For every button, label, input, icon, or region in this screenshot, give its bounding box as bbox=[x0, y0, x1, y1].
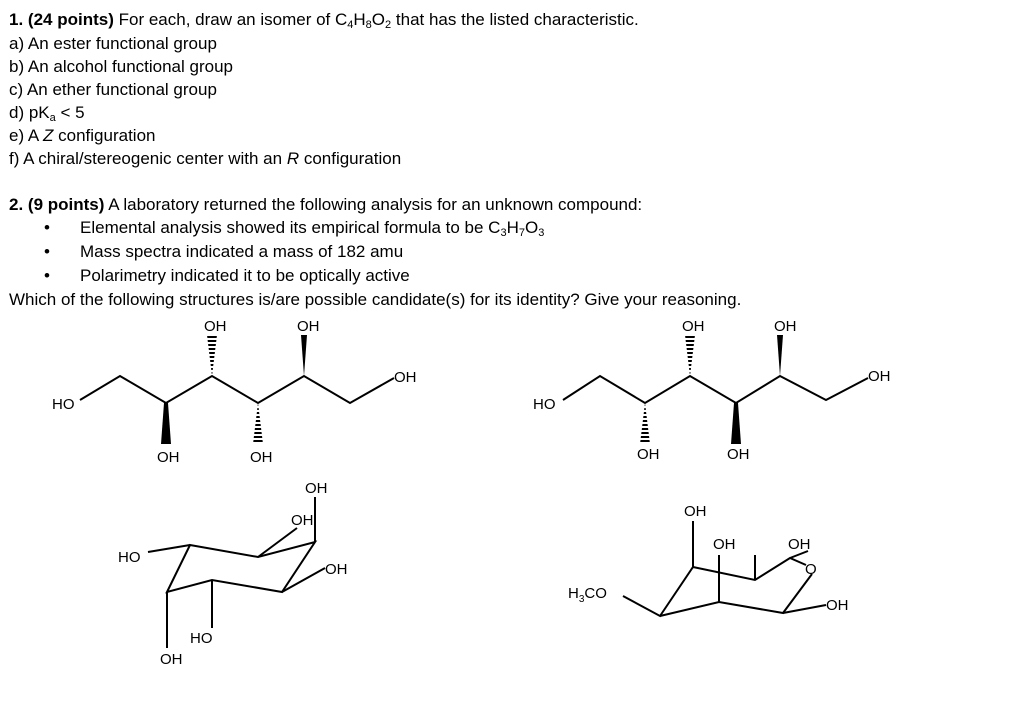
q2-question: Which of the following structures is/are… bbox=[9, 290, 742, 309]
label-b-oh5: OH bbox=[727, 446, 750, 463]
q1-f-o: 2 bbox=[385, 19, 392, 31]
wedge-b1 bbox=[777, 335, 783, 376]
label-d-ring-o: O bbox=[805, 561, 817, 578]
bullet-1-h: 7 bbox=[518, 227, 525, 239]
label-b-oh2: OH bbox=[774, 318, 797, 335]
q1-heading: 1. (24 points) For each, draw an isomer … bbox=[9, 9, 639, 31]
label-d-oh4: OH bbox=[826, 597, 849, 614]
bullet-1-o: 3 bbox=[538, 227, 545, 239]
hash-a2 bbox=[253, 403, 263, 444]
q2-heading: 2. (9 points) A laboratory returned the … bbox=[9, 194, 642, 215]
bullet-2: Mass spectra indicated a mass of 182 amu bbox=[80, 242, 404, 261]
q1-d-sub: a bbox=[49, 112, 56, 124]
label-d-oh2: OH bbox=[713, 536, 736, 553]
bullet-1-marker: • bbox=[44, 218, 50, 237]
wedge-a1 bbox=[161, 403, 171, 444]
label-d-oh3: OH bbox=[788, 536, 811, 553]
label-c-oh4: OH bbox=[160, 651, 183, 668]
label-b-ho: HO bbox=[533, 396, 556, 413]
structure-c bbox=[147, 497, 326, 648]
q1-item-e: e) A Z configuration bbox=[9, 125, 156, 146]
q2-prompt: A laboratory returned the following anal… bbox=[108, 195, 643, 214]
q1-number: 1. bbox=[9, 10, 24, 29]
q2-number: 2. bbox=[9, 195, 24, 214]
label-c-ho2: HO bbox=[190, 630, 213, 647]
bullet-1-pre: Elemental analysis showed its empirical … bbox=[80, 218, 501, 237]
label-a-oh1: OH bbox=[204, 318, 227, 335]
q1-points: (24 points) bbox=[27, 10, 114, 29]
bullet-1-c: 3 bbox=[500, 227, 507, 239]
structure-a bbox=[79, 335, 395, 444]
q1-f-h: 8 bbox=[365, 19, 372, 31]
hash-b1 bbox=[685, 335, 695, 376]
label-d-oh1: OH bbox=[684, 503, 707, 520]
q1-item-f: f) A chiral/stereogenic center with an R… bbox=[9, 148, 401, 169]
q1-prompt-pre: For each, draw an isomer of C bbox=[118, 10, 348, 29]
q1-f-c: 4 bbox=[347, 19, 354, 31]
structure-b bbox=[562, 335, 869, 444]
bullet-2-marker: • bbox=[44, 242, 50, 261]
label-a-oh2: OH bbox=[297, 318, 320, 335]
q1-d-pre: d) pK bbox=[9, 103, 50, 122]
q1-item-a: a) An ester functional group bbox=[9, 34, 217, 53]
label-d-h3co: H3CO bbox=[568, 585, 607, 605]
label-b-oh1: OH bbox=[682, 318, 705, 335]
label-a-oh5: OH bbox=[250, 449, 273, 466]
q1-f-post: configuration bbox=[299, 149, 402, 168]
wedge-a2 bbox=[301, 335, 307, 376]
q1-f-h-sym: H bbox=[353, 10, 366, 29]
bullet-1-h-sym: H bbox=[506, 218, 519, 237]
q1-e-post: configuration bbox=[53, 126, 156, 145]
label-b-oh3: OH bbox=[868, 368, 891, 385]
h3co-h: H bbox=[568, 585, 579, 602]
structure-d bbox=[622, 521, 827, 618]
bullet-1: Elemental analysis showed its empirical … bbox=[80, 217, 545, 239]
q1-e-pre: e) A bbox=[9, 126, 44, 145]
label-c-ho1: HO bbox=[118, 549, 141, 566]
hash-b2 bbox=[640, 403, 650, 444]
bullet-3: Polarimetry indicated it to be optically… bbox=[80, 266, 410, 285]
label-c-oh3: OH bbox=[325, 561, 348, 578]
label-b-oh4: OH bbox=[637, 446, 660, 463]
q1-prompt-post: that has the listed characteristic. bbox=[395, 10, 639, 29]
q1-item-c: c) An ether functional group bbox=[9, 80, 217, 99]
label-a-ho: HO bbox=[52, 396, 75, 413]
q1-f-italic: R bbox=[286, 149, 300, 168]
h3co-3: 3 bbox=[579, 594, 585, 605]
q1-f-pre: f) A chiral/stereogenic center with an bbox=[9, 149, 287, 168]
label-c-oh2: OH bbox=[291, 512, 314, 529]
label-a-oh4: OH bbox=[157, 449, 180, 466]
bullet-3-marker: • bbox=[44, 266, 50, 285]
q1-f-o-sym: O bbox=[371, 10, 386, 29]
q1-item-d: d) pKa < 5 bbox=[9, 102, 85, 124]
q1-e-italic: Z bbox=[43, 126, 54, 145]
h3co-co: CO bbox=[584, 585, 607, 602]
hash-a1 bbox=[207, 335, 217, 376]
q1-item-b: b) An alcohol functional group bbox=[9, 57, 233, 76]
q1-d-post: < 5 bbox=[55, 103, 85, 122]
label-c-oh1: OH bbox=[305, 480, 328, 497]
wedge-b2 bbox=[731, 403, 741, 444]
bullet-1-o-sym: O bbox=[525, 218, 539, 237]
label-a-oh3: OH bbox=[394, 369, 417, 386]
q2-points: (9 points) bbox=[27, 195, 105, 214]
